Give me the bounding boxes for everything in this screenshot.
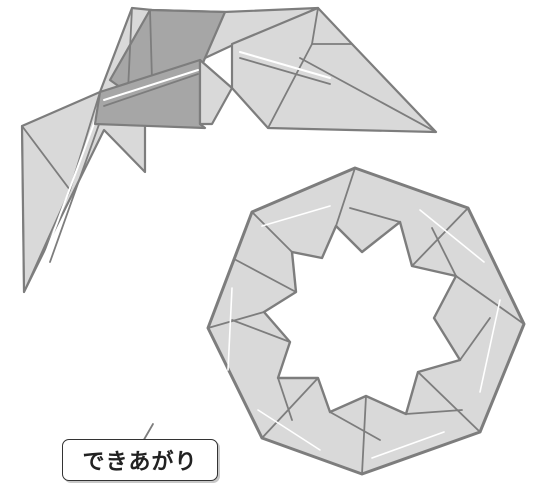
- ring-segment-2: [349, 207, 401, 223]
- ring-segment-3: [411, 207, 469, 267]
- ring-segment-7: [417, 371, 481, 433]
- partial-assembly: [20, 6, 438, 294]
- left-unit-crease: [21, 125, 25, 293]
- ring-segment-6: [459, 317, 491, 361]
- ring-segment-8: [405, 409, 463, 415]
- right-unit-seam: [239, 51, 331, 79]
- center-pocket-flap: [198, 58, 234, 126]
- back-unit-fold: [149, 9, 153, 81]
- ring-seam-1: [261, 205, 331, 227]
- right-unit-seam-edge: [239, 57, 331, 85]
- ring-segment-15: [251, 211, 293, 253]
- right-unit-fold: [299, 57, 437, 133]
- ring-segment-1: [335, 167, 356, 227]
- center-pocket-edge: [103, 73, 199, 107]
- ring-seam-5: [257, 409, 321, 451]
- center-pocket-seam: [103, 69, 199, 101]
- ring-segment-12: [277, 377, 293, 421]
- completion-caption-label: できあがり: [82, 450, 198, 475]
- back-unit-crease: [127, 7, 133, 91]
- ring-segment-5: [455, 275, 525, 325]
- completed-ring: [206, 166, 526, 476]
- ring-segment-10: [329, 411, 381, 441]
- ring-seam-3: [479, 299, 501, 393]
- completion-caption-box: できあがり: [62, 439, 218, 481]
- right-unit-diagonal: [267, 43, 313, 129]
- left-unit-seam-edge: [49, 115, 103, 263]
- ring-segment-4: [431, 227, 457, 277]
- ring-segment-14: [231, 319, 291, 343]
- ring-segment-9: [361, 395, 367, 475]
- ring-seam-6: [227, 287, 233, 371]
- ring-seam-2: [419, 209, 485, 263]
- ring-segment-16: [235, 259, 297, 293]
- left-unit-seam: [43, 117, 97, 259]
- ring-segment-13: [207, 311, 265, 329]
- ring-segment-11: [261, 377, 319, 439]
- ring-seam-4: [371, 431, 445, 459]
